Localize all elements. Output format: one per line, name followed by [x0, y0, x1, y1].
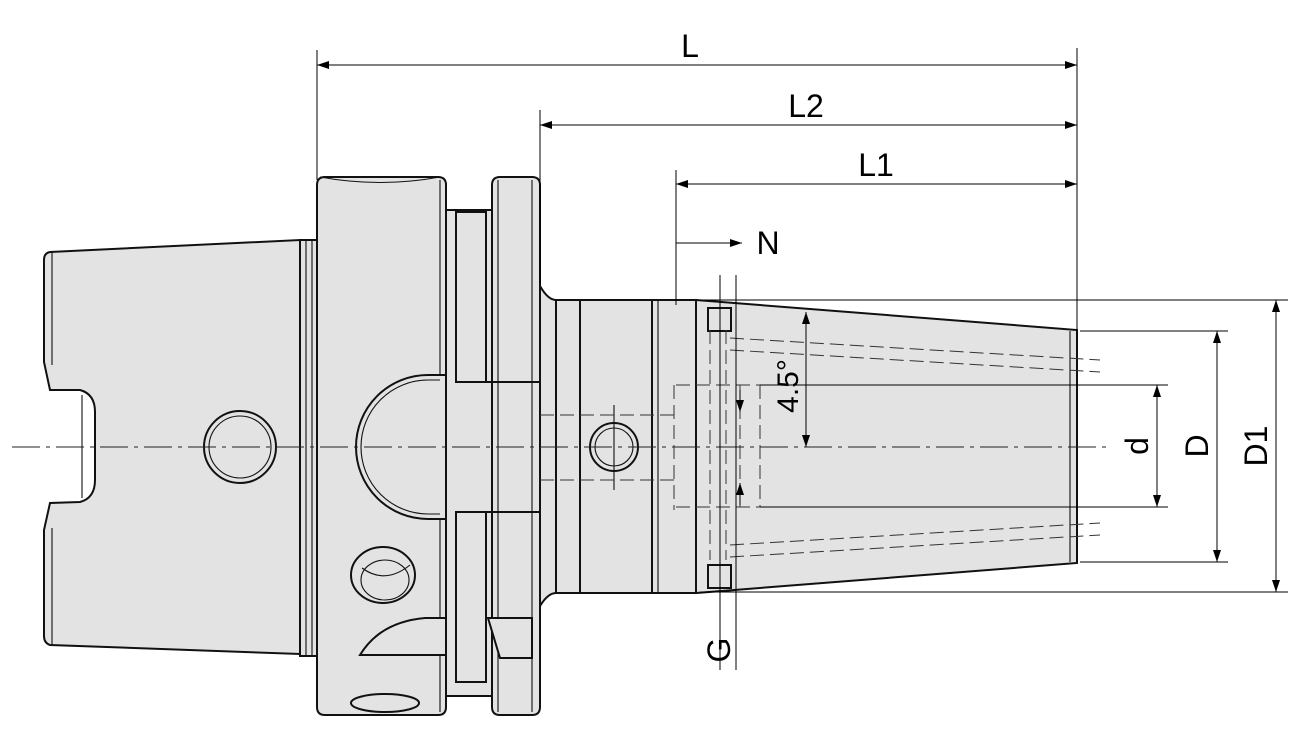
dim-N-label: N [756, 225, 779, 261]
hsk-shank [43, 238, 319, 657]
dim-L1-label: L1 [858, 147, 894, 183]
hidden-lines [540, 330, 1101, 560]
dim-angle-label: 4.5° [772, 359, 805, 413]
holder-body [539, 282, 697, 610]
dim-L2-label: L2 [788, 88, 824, 124]
flange [316, 176, 541, 716]
dim-D1-label: D1 [1238, 426, 1274, 467]
dim-L-label: L [681, 28, 699, 64]
dimensions: L L2 L1 N 4.5° d D D1 G [316, 28, 1288, 670]
coolant-hole [350, 546, 416, 604]
dim-d-label: d [1119, 437, 1155, 455]
dim-D-label: D [1179, 434, 1215, 457]
dim-G-label: G [701, 638, 737, 663]
